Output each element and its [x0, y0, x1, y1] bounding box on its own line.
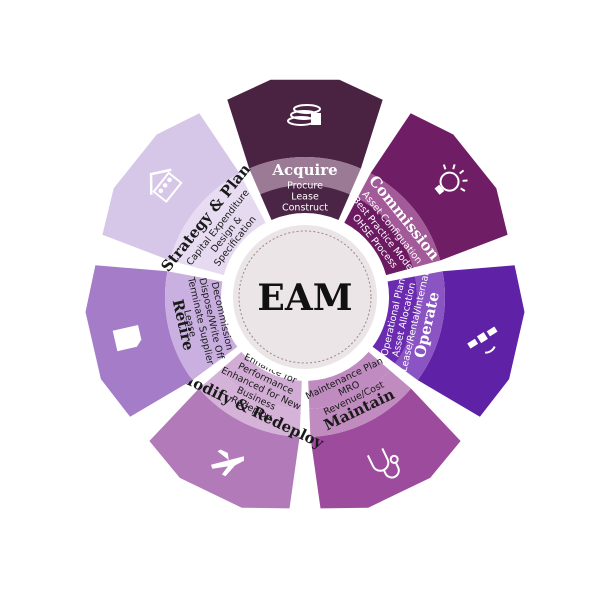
petal-title-band: [164, 271, 215, 381]
petal-inner-segment: [308, 351, 390, 409]
petal-outer-segment: [417, 265, 525, 417]
center-disc: [233, 225, 377, 369]
airplane-icon: [210, 449, 244, 477]
petal-title-band: [199, 370, 301, 437]
document-icon: [112, 324, 142, 352]
petal-title: Acquire: [271, 161, 337, 179]
petal-title-band: [357, 173, 441, 268]
center-label: EAM: [257, 277, 352, 319]
petal-outer-segment: [310, 388, 461, 509]
petal-title-band: [249, 156, 361, 195]
petal-outer-segment: [102, 113, 240, 261]
satellite-icon: [467, 326, 498, 354]
petal-item: Construct: [282, 203, 328, 214]
petal-item: Lease: [291, 192, 319, 203]
people-house-icon: [149, 168, 183, 204]
petal-title-band: [395, 271, 446, 381]
center-hub: EAM: [225, 217, 385, 377]
center-dotted-ring: [238, 230, 372, 364]
stethoscope-icon: [366, 448, 400, 479]
petal-inner-segment: [344, 198, 414, 276]
petal-inner-segment: [372, 276, 418, 364]
petal-item: Procure: [287, 181, 323, 192]
petal-title-band: [309, 370, 411, 437]
lightbulb-icon: [434, 164, 468, 195]
coin-stack-icon: [287, 104, 321, 126]
petal-inner-segment: [220, 351, 302, 409]
petal-inner-segment: [260, 184, 350, 220]
petal-inner-segment: [192, 276, 238, 364]
petal-inner-segment: [196, 198, 266, 276]
petal-outer-segment: [149, 388, 300, 509]
petal-title-band: [169, 173, 253, 268]
